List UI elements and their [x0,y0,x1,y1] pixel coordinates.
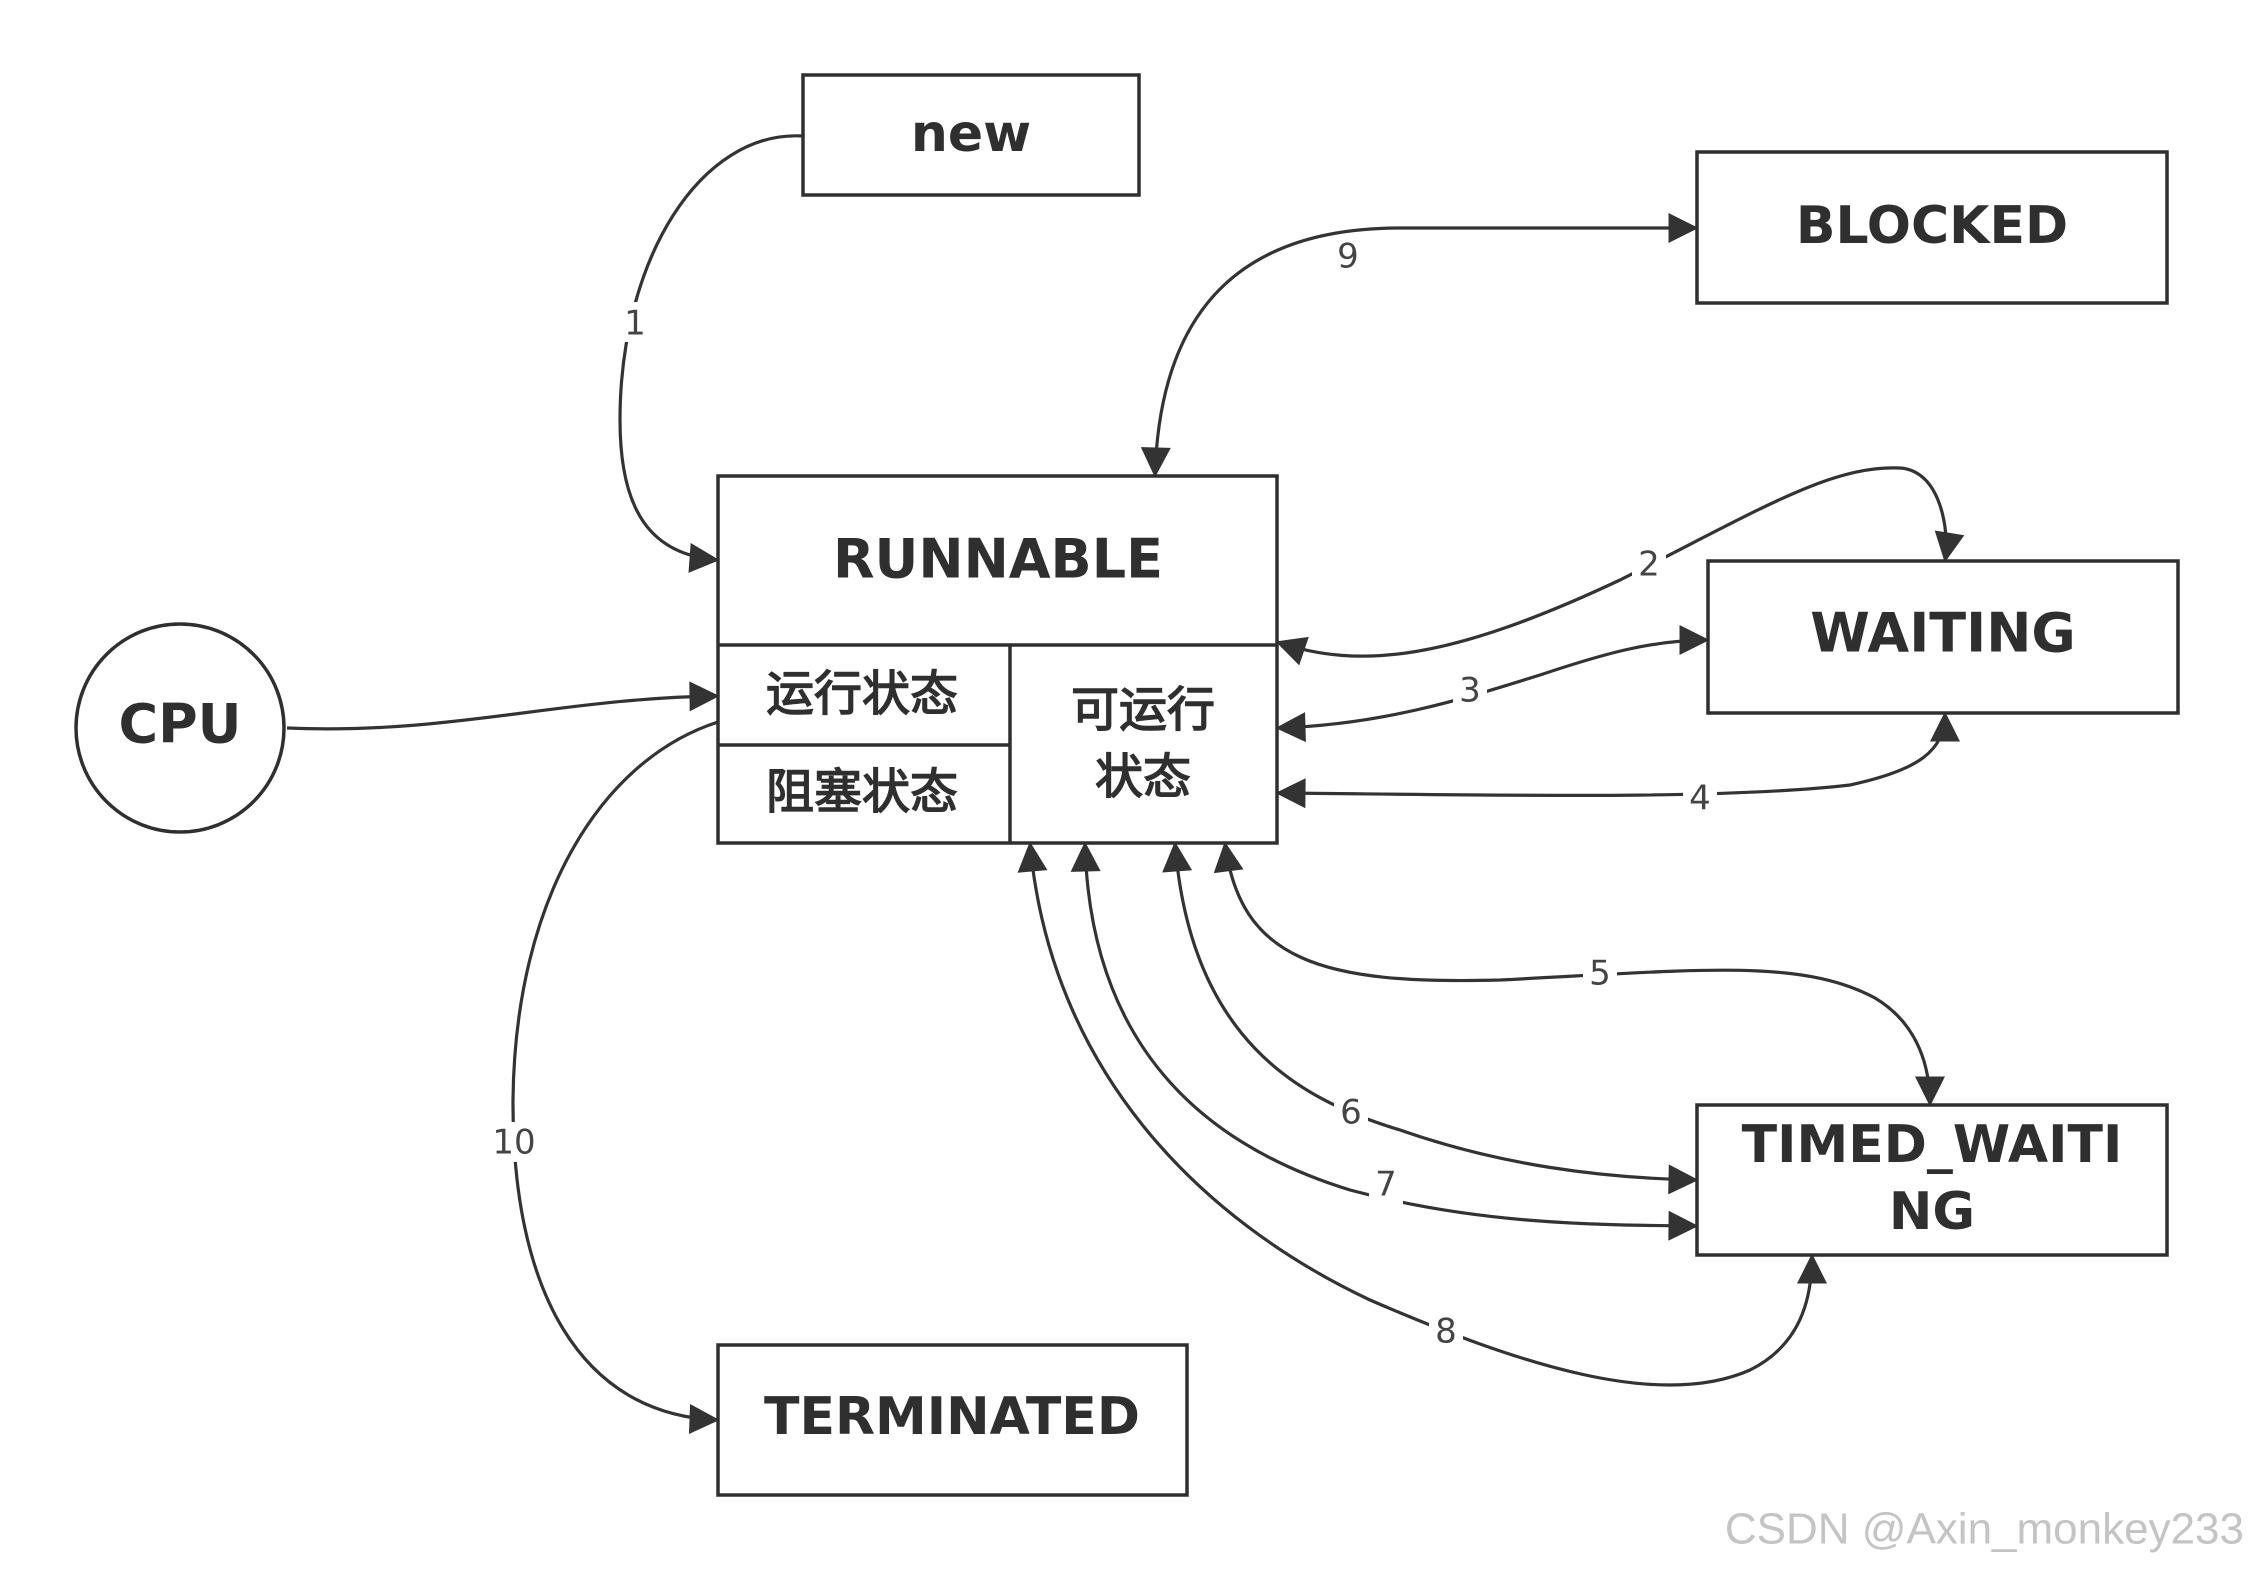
edge-label-6: 6 [1340,1093,1362,1133]
running-state-label: 运行状态 [766,666,958,722]
node-cpu-label: CPU [118,693,241,756]
edge-runnable-blocked [1140,213,1699,478]
watermark-text: CSDN @Axin_monkey233 [1725,1505,2244,1554]
edges [286,134,1965,1434]
edge-label-3: 3 [1459,671,1481,711]
node-terminated: TERMINATED [716,1343,1189,1497]
ready-state-label-line2: 状态 [1095,749,1191,805]
edge-label-10: 10 [492,1123,535,1163]
edge-label-5: 5 [1589,954,1611,994]
node-blocked: BLOCKED [1695,150,2169,305]
node-blocked-label: BLOCKED [1796,196,2068,256]
edge-runnable-waiting-4 [1275,711,1960,809]
node-terminated-label: TERMINATED [764,1387,1140,1447]
edge-cpu-to-runnable [286,681,720,731]
node-timed-waiting-label-line1: TIMED_WAITI [1742,1115,2123,1175]
edge-label-1: 1 [624,304,646,344]
edge-label-9: 9 [1337,237,1359,277]
node-new-label: new [911,104,1031,164]
edge-new-to-runnable [618,134,804,573]
edge-labels: 1 2 3 4 5 6 7 8 9 10 [484,236,1717,1352]
edge-runnable-timed-8 [1017,841,1827,1387]
edge-runnable-timed-6 [1162,841,1699,1195]
blocking-state-label: 阻塞状态 [766,764,958,820]
edge-runnable-to-terminated [511,720,720,1434]
node-waiting-label: WAITING [1810,602,2075,665]
node-runnable: RUNNABLE 运行状态 阻塞状态 可运行 状态 [716,474,1279,845]
node-new: new [801,73,1141,197]
edge-label-7: 7 [1375,1165,1397,1205]
node-runnable-label: RUNNABLE [833,528,1163,591]
edge-label-2: 2 [1638,545,1660,585]
ready-state-label-line1: 可运行 [1071,682,1215,738]
edge-runnable-timed-5 [1213,841,1945,1107]
edge-label-4: 4 [1689,779,1711,819]
edge-label-8: 8 [1435,1312,1457,1352]
node-cpu: CPU [74,622,286,834]
edge-runnable-waiting-3 [1275,625,1710,743]
node-waiting: WAITING [1706,559,2180,715]
node-timed-waiting: TIMED_WAITI NG [1695,1103,2169,1257]
node-timed-waiting-label-line2: NG [1889,1182,1975,1242]
